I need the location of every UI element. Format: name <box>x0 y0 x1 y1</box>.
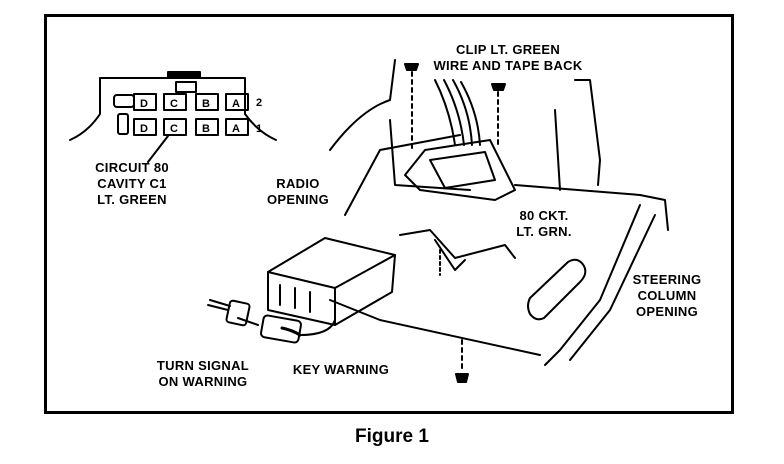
dash-panel <box>329 59 669 366</box>
figure-frame <box>44 14 734 414</box>
key-warning-label: KEY WARNING <box>292 362 390 377</box>
circuit-leader-line <box>147 135 169 163</box>
steering-column-label: STEERING COLUMN OPENING <box>632 272 702 319</box>
clip-wire-bundle <box>434 79 481 146</box>
screw-left <box>404 63 419 151</box>
steering-column-tube <box>527 258 587 321</box>
key-warning-module <box>267 237 396 326</box>
cavity-2d: D <box>140 98 148 110</box>
screw-right <box>491 83 506 146</box>
80-ckt-label: 80 CKT. LT. GRN. <box>516 208 572 239</box>
cavity-row-2 <box>133 93 249 111</box>
clip-label: CLIP LT. GREEN WIRE AND TAPE BACK <box>433 42 583 73</box>
screw-bottom <box>455 339 469 383</box>
row-number-1: 1 <box>256 123 262 135</box>
cavity-1c: C <box>170 123 178 135</box>
cavity-2c: C <box>170 98 178 110</box>
radio-opening-label: RADIO OPENING <box>266 176 330 207</box>
cavity-1a: A <box>232 123 240 135</box>
connector-detail: D C B A D C B A 2 1 <box>69 71 277 163</box>
wire-harness <box>207 299 336 344</box>
circuit-80-label: CIRCUIT 80 CAVITY C1 LT. GREEN <box>95 160 169 207</box>
cavity-1d: D <box>140 123 148 135</box>
cavity-1b: B <box>202 123 210 135</box>
cavity-2a: A <box>232 98 240 110</box>
row-number-2: 2 <box>256 97 262 109</box>
turn-signal-label: TURN SIGNAL ON WARNING <box>156 358 250 389</box>
cavity-row-1 <box>133 118 249 136</box>
radio-bracket <box>399 139 516 276</box>
cavity-2b: B <box>202 98 210 110</box>
figure-caption: Figure 1 <box>355 426 429 447</box>
